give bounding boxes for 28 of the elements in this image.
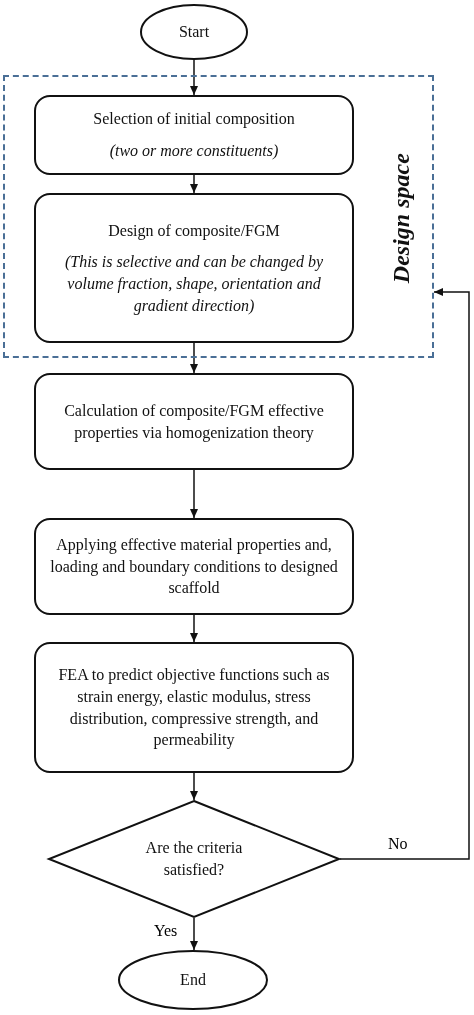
step-text: Are the criteria satisfied? xyxy=(144,838,244,880)
step-note: (two or more constituents) xyxy=(109,141,279,162)
arrow xyxy=(190,342,198,374)
decision-diamond xyxy=(48,800,340,918)
step-text: Design of composite/FGM xyxy=(108,220,280,242)
process-box xyxy=(34,193,354,343)
arrow xyxy=(339,288,470,860)
process-box xyxy=(34,642,354,773)
arrow xyxy=(190,174,198,194)
process-box xyxy=(34,373,354,470)
arrow xyxy=(190,469,198,519)
arrow xyxy=(190,772,198,801)
region-title: Design space xyxy=(386,151,415,286)
step-text: Applying effective material properties and, loading and boundary conditions to designed scaffold xyxy=(50,535,338,599)
process-box xyxy=(34,518,354,615)
terminal-ellipse xyxy=(118,950,268,1010)
step-text: Calculation of composite/FGM effective properties via homogenization theory xyxy=(63,400,325,444)
design-space-region xyxy=(3,75,434,358)
step-text: Selection of initial composition xyxy=(93,109,295,130)
terminal-ellipse xyxy=(140,4,248,60)
step-note: (This is selective and can be changed by volume fraction, shape, orientation and gradient direction) xyxy=(63,252,325,317)
arrow xyxy=(190,614,198,643)
step-text: End xyxy=(180,970,206,991)
process-box xyxy=(34,95,354,175)
arrow xyxy=(190,917,198,951)
step-text: Start xyxy=(178,22,210,43)
arrow xyxy=(190,59,198,96)
step-text: FEA to predict objective functions such as strain energy, elastic modulus, stress distribution, compressive strength, and permeability xyxy=(57,665,331,751)
